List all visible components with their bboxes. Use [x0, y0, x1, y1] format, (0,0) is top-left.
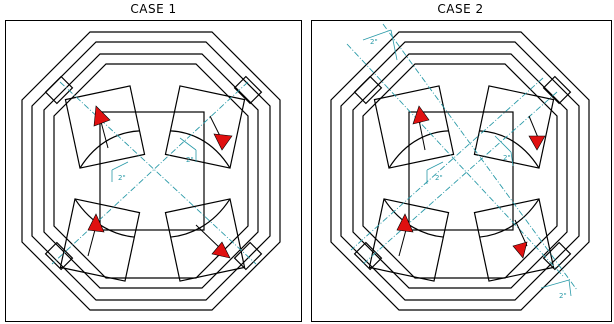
center-square [99, 111, 205, 231]
dim-line-1 [362, 29, 398, 61]
dim-label-1: 2" [370, 38, 378, 46]
dim-line-4 [540, 279, 572, 297]
case-2-frame [311, 20, 612, 322]
mid-ring-outer [43, 53, 259, 289]
block-bottom-left [368, 198, 450, 282]
arrow-bottom-left [396, 213, 414, 233]
dim-line-1 [111, 161, 129, 182]
coupling-bottom-right [542, 241, 572, 271]
outer-ring-outer [330, 31, 590, 311]
outer-ring-inner [31, 41, 271, 301]
block-top-right [164, 85, 246, 169]
coupling-top-left [44, 75, 74, 105]
block-top-left [373, 85, 455, 169]
outer-ring-inner [340, 41, 580, 301]
centerline-diag-4 [350, 77, 544, 251]
block-bottom-left [59, 198, 141, 282]
outer-ring-outer [21, 31, 281, 311]
coupling-bottom-left [44, 241, 74, 271]
coupling-bottom-left [353, 241, 383, 271]
centerline-diag-1 [59, 81, 257, 265]
dim-label-2: 2" [503, 154, 511, 162]
coupling-top-right [542, 75, 572, 105]
case-1-drawing: 2" 2" [21, 31, 281, 311]
arrow-bottom-right [512, 241, 528, 259]
centerline-diag-2 [51, 81, 249, 265]
block-top-left [64, 85, 146, 169]
dim-label-3: 2" [435, 174, 443, 182]
case-1-panel: CASE 1 [5, 2, 302, 322]
arrow-bottom-right [211, 241, 231, 259]
case-2-drawing: 2" 2" 2" 2" [330, 23, 590, 311]
center-square [408, 111, 514, 231]
block-bottom-right [164, 198, 246, 282]
dim-label-2: 2" [186, 156, 194, 164]
arrow-top-right [213, 133, 233, 151]
block-bottom-right [473, 198, 555, 282]
centerline-diag-3 [362, 91, 558, 265]
centerline-diag-1 [346, 43, 564, 277]
coupling-top-right [233, 75, 263, 105]
dim-line-2 [494, 135, 514, 167]
dim-line-2 [179, 137, 197, 162]
arrow-bottom-left [87, 213, 105, 233]
mid-ring-outer [352, 53, 568, 289]
arrow-top-right [528, 135, 546, 151]
dim-line-3 [426, 161, 444, 184]
case-1-title: CASE 1 [130, 2, 177, 16]
case-1-frame [5, 20, 302, 322]
case-2-title: CASE 2 [437, 2, 484, 16]
coupling-top-left [353, 75, 383, 105]
dim-label-1: 2" [118, 174, 126, 182]
block-top-right [473, 85, 555, 169]
case-2-panel: CASE 2 [307, 0, 614, 324]
arrow-top-left [412, 105, 430, 125]
arrow-top-left [93, 105, 111, 127]
dim-label-4: 2" [559, 292, 567, 300]
